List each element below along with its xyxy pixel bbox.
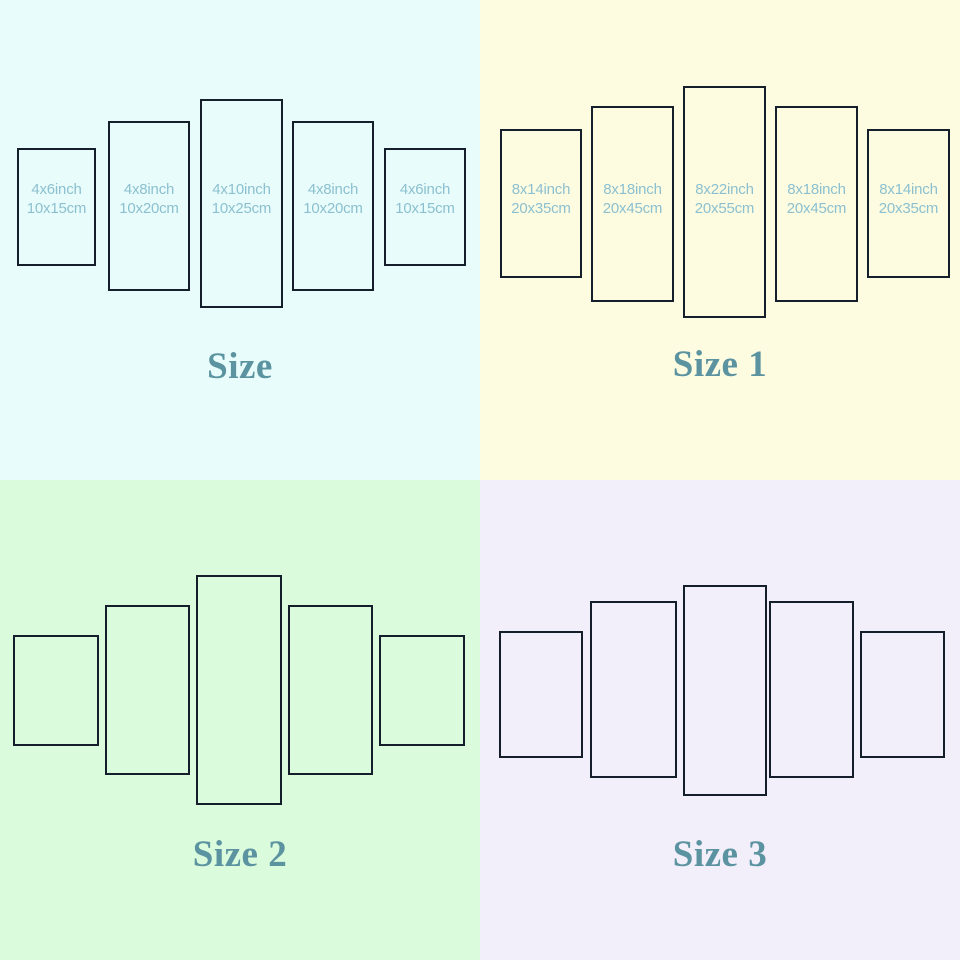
size-panel-size-3-2[interactable] [590, 601, 677, 778]
quadrant-size-2[interactable]: 12x16inch30x40cm12x24inch30x60cm12x32inc… [0, 480, 480, 960]
panel-group-size-3: 16x24inch40x60cm16x32inch40x80cm16x40inc… [480, 480, 960, 960]
size-panel-size-2-3[interactable] [196, 575, 282, 805]
size-panel-size-2-1[interactable] [13, 635, 99, 746]
quadrant-size-3[interactable]: 16x24inch40x60cm16x32inch40x80cm16x40inc… [480, 480, 960, 960]
quadrant-title-size: Size [207, 346, 273, 387]
size-panel-size-2[interactable] [108, 121, 190, 291]
size-panel-size-5[interactable] [384, 148, 466, 266]
size-panel-size-1-3[interactable] [683, 86, 766, 318]
size-panel-size-1-5[interactable] [867, 129, 950, 278]
quadrant-title-size-2: Size 2 [192, 834, 288, 875]
size-panel-size-2-2[interactable] [105, 605, 190, 775]
size-panel-size-3-4[interactable] [769, 601, 854, 778]
size-panel-size-1-2[interactable] [591, 106, 674, 302]
size-panel-size-3-1[interactable] [499, 631, 583, 758]
size-panel-size-4[interactable] [292, 121, 374, 291]
size-panel-size-1[interactable] [17, 148, 96, 266]
size-panel-size-2-5[interactable] [379, 635, 465, 746]
quadrant-title-size-1: Size 1 [672, 344, 768, 385]
size-panel-size-1-1[interactable] [500, 129, 582, 278]
size-panel-size-1-4[interactable] [775, 106, 858, 302]
size-panel-size-3-5[interactable] [860, 631, 945, 758]
panel-group-size-2: 12x16inch30x40cm12x24inch30x60cm12x32inc… [0, 480, 480, 960]
quadrant-title-size-3: Size 3 [672, 834, 768, 875]
size-panel-size-3-3[interactable] [683, 585, 767, 796]
size-panel-size-3[interactable] [200, 99, 283, 308]
size-panel-size-2-4[interactable] [288, 605, 373, 775]
